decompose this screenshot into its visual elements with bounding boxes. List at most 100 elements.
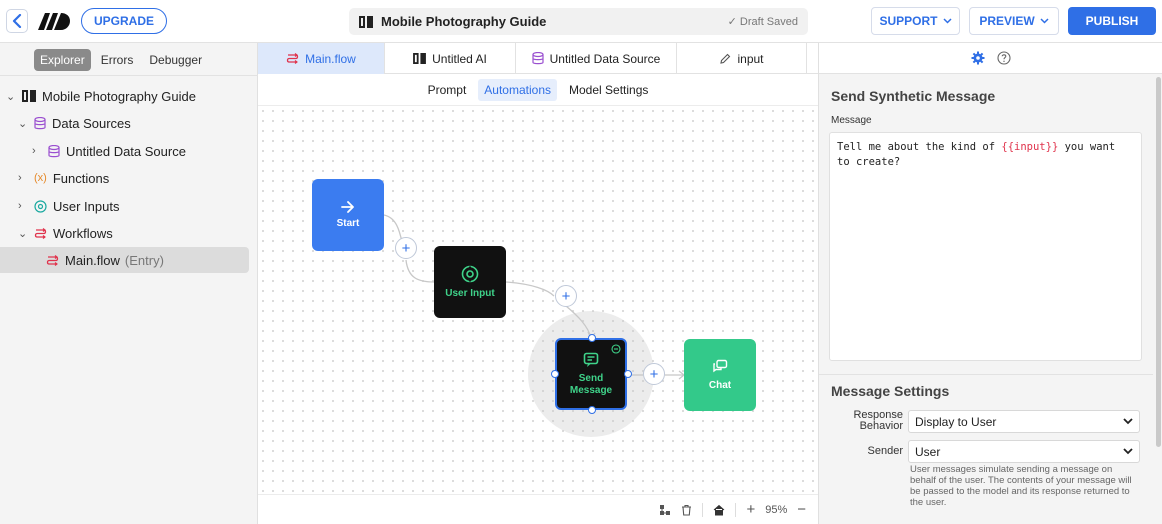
tree-item-label: Data Sources (52, 115, 131, 131)
support-label: SUPPORT (879, 14, 938, 28)
database-icon (48, 144, 60, 158)
tab-main-flow[interactable]: Main.flow (258, 43, 385, 74)
settings-title: Message Settings (831, 383, 950, 399)
document-title-bar[interactable]: Mobile Photography Guide ✓ Draft Saved (349, 8, 808, 35)
support-button[interactable]: SUPPORT (871, 7, 960, 35)
node-chat[interactable]: Chat (684, 339, 756, 411)
connection-handle[interactable] (588, 406, 596, 414)
response-behavior-label: Response Behavior (839, 410, 903, 432)
chevron-right-icon: › (18, 172, 22, 184)
tab-model-settings[interactable]: Model Settings (569, 82, 649, 97)
sub-tabs: Prompt Automations Model Settings (258, 74, 818, 106)
back-button[interactable] (6, 9, 28, 33)
label-line: Response (853, 409, 903, 421)
select-value: Display to User (915, 414, 997, 429)
database-icon (532, 52, 544, 65)
add-step-button[interactable]: + (555, 285, 577, 307)
trash-icon[interactable] (681, 504, 692, 516)
chevron-down-icon (1123, 448, 1133, 455)
flow-edges (383, 214, 686, 380)
layout-icon[interactable] (659, 504, 671, 516)
zoom-out-button[interactable]: − (797, 501, 806, 518)
top-bar: UPGRADE Mobile Photography Guide ✓ Draft… (0, 0, 1162, 43)
message-variable: {{input}} (1001, 141, 1059, 153)
select-value: User (915, 444, 941, 459)
message-icon (583, 352, 599, 367)
sender-label: Sender (867, 445, 903, 457)
arrow-right-icon (341, 200, 354, 213)
tab-untitled-ai[interactable]: Untitled AI (385, 43, 516, 74)
connection-handle[interactable] (551, 370, 559, 378)
sender-select[interactable]: User (908, 440, 1140, 463)
tree-item-label: Workflows (53, 225, 113, 241)
gear-icon[interactable] (971, 51, 985, 65)
file-tabs: Main.flow Untitled AI Untitled Data Sour… (258, 43, 818, 74)
database-icon (34, 116, 46, 130)
connection-handle[interactable] (588, 334, 596, 342)
message-text: Tell me about the kind of (837, 141, 1002, 153)
add-step-button[interactable]: + (395, 237, 417, 259)
chevron-right-icon: › (18, 200, 22, 212)
preview-button[interactable]: PREVIEW (969, 7, 1059, 35)
home-icon[interactable] (713, 504, 725, 516)
message-field[interactable]: Tell me about the kind of {{input}} you … (829, 132, 1142, 361)
tab-automations[interactable]: Automations (478, 78, 557, 101)
tree-item-main-flow[interactable]: Main.flow (Entry) (0, 247, 249, 273)
chevron-down-icon: ⌄ (18, 117, 28, 130)
upgrade-button[interactable]: UPGRADE (81, 8, 168, 34)
tree-item-label: User Inputs (53, 198, 120, 214)
function-icon: (x) (34, 172, 47, 184)
section-title: Send Synthetic Message (831, 88, 996, 104)
draft-status: ✓ Draft Saved (727, 16, 798, 28)
node-send-message[interactable]: Send Message (555, 338, 627, 410)
node-label: Chat (708, 379, 732, 391)
sidebar: Explorer Errors Debugger ⌄ Mobile Photog… (0, 43, 258, 524)
workflow-icon (34, 227, 47, 240)
node-start[interactable]: Start (312, 179, 384, 251)
tab-debugger[interactable]: Debugger (149, 53, 203, 67)
label-line: Behavior (859, 420, 903, 432)
message-label: Message (831, 115, 872, 126)
message-text: you want to create? (837, 141, 1116, 168)
node-user-input[interactable]: User Input (434, 246, 506, 318)
tree-item-data-sources[interactable]: ⌄ Data Sources (18, 110, 131, 136)
workflow-icon (287, 53, 299, 64)
tab-untitled-data-source[interactable]: Untitled Data Source (516, 43, 677, 74)
connection-handle[interactable] (624, 370, 632, 378)
node-label: Start (336, 217, 360, 229)
flow-canvas[interactable]: Start + User Input + Send Message + Chat (258, 106, 818, 494)
tab-input[interactable]: input (677, 43, 807, 74)
scrollbar[interactable] (1156, 77, 1161, 447)
node-label: User Input (445, 287, 495, 299)
entry-tag: (Entry) (124, 252, 164, 268)
book-icon (413, 53, 427, 64)
tab-label: input (737, 51, 764, 66)
chevron-down-icon (1123, 418, 1133, 425)
help-icon[interactable] (997, 51, 1011, 65)
tree-item-untitled-data-source[interactable]: › Untitled Data Source (32, 138, 186, 164)
tree-item-label: Main.flow (65, 252, 120, 268)
zoom-in-button[interactable]: + (746, 501, 756, 518)
chevron-left-icon (12, 14, 22, 28)
tree-item-root[interactable]: ⌄ Mobile Photography Guide (6, 83, 196, 109)
tree-item-user-inputs[interactable]: › User Inputs (18, 193, 119, 219)
app-logo (36, 10, 74, 35)
tree-item-functions[interactable]: › (x) Functions (18, 165, 109, 191)
tab-explorer[interactable]: Explorer (34, 49, 91, 71)
pencil-icon (720, 53, 731, 64)
divider (702, 502, 704, 517)
tab-prompt[interactable]: Prompt (427, 82, 467, 97)
publish-button[interactable]: PUBLISH (1068, 7, 1156, 35)
response-behavior-select[interactable]: Display to User (908, 410, 1140, 433)
tab-label: Untitled AI (432, 51, 487, 66)
properties-panel: Send Synthetic Message Message Tell me a… (818, 43, 1162, 524)
minus-circle-icon[interactable] (611, 344, 621, 354)
user-input-icon (461, 265, 479, 282)
add-step-button[interactable]: + (643, 363, 665, 385)
divider (735, 502, 737, 517)
tree-item-workflows[interactable]: ⌄ Workflows (18, 220, 113, 246)
preview-label: PREVIEW (979, 14, 1035, 28)
tab-label: Main.flow (305, 51, 356, 66)
tab-errors[interactable]: Errors (100, 53, 134, 67)
book-icon (22, 90, 36, 102)
